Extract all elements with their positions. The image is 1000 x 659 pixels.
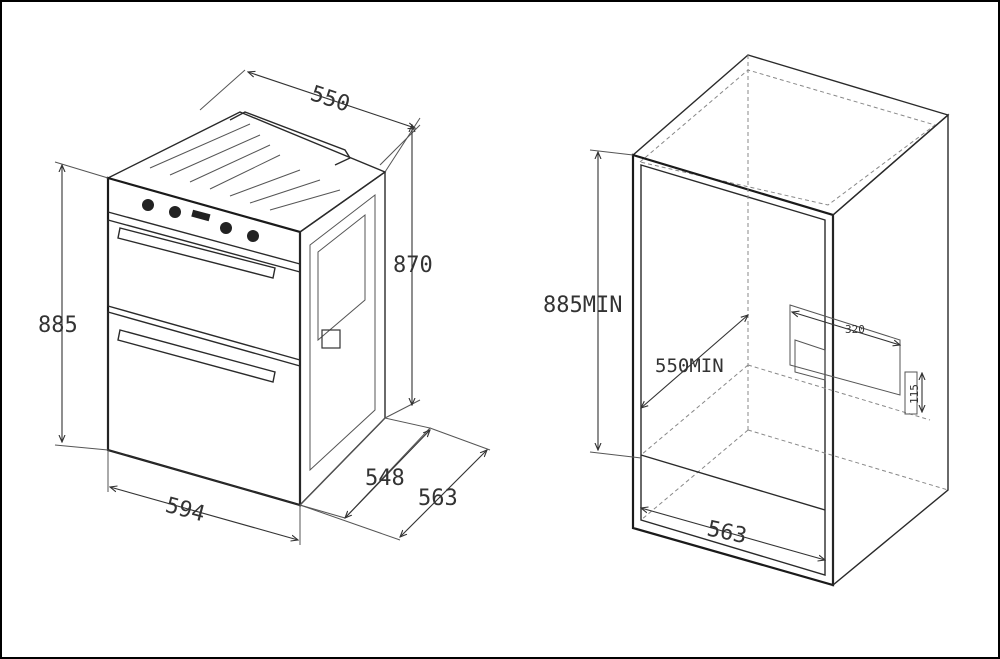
dim-line-594-front xyxy=(110,487,298,540)
oven-upper-handle xyxy=(117,227,276,279)
knob-icon xyxy=(220,222,232,234)
display-icon xyxy=(191,209,211,222)
cabinet-dimensions xyxy=(589,149,922,560)
cabinet-top xyxy=(631,54,950,216)
oven-knobs xyxy=(142,199,259,242)
oven-top-raised-rim xyxy=(229,111,352,166)
oven-control-panel-edge xyxy=(107,211,301,265)
dim-line-320 xyxy=(792,312,900,345)
cabinet-drawing: 885MIN 550MIN 563 320 115 xyxy=(543,54,950,587)
knob-icon xyxy=(142,199,154,211)
oven-top-surface xyxy=(106,111,387,233)
cabinet-shelf-edge xyxy=(640,454,826,511)
dim-line-550min xyxy=(641,315,748,408)
dim-line-548-depth xyxy=(345,430,430,518)
oven-drawing: 550 885 870 594 548 563 xyxy=(38,69,491,545)
label-594-front: 594 xyxy=(163,493,208,527)
cabinet-cutout-slot xyxy=(904,371,918,415)
dim-line-563 xyxy=(641,508,825,560)
knob-icon xyxy=(247,230,259,242)
label-885min: 885MIN xyxy=(543,293,622,318)
cabinet-cutout-back xyxy=(789,304,901,396)
oven-side-vent xyxy=(321,329,341,349)
label-563: 563 xyxy=(705,516,749,549)
oven-top-vents xyxy=(149,123,341,211)
label-885-left: 885 xyxy=(38,313,78,338)
label-320: 320 xyxy=(845,323,865,336)
dim-line-550-top xyxy=(248,72,415,128)
oven-lower-handle xyxy=(117,329,276,383)
dim-line-563-depth xyxy=(400,450,487,537)
cabinet-right-side xyxy=(832,113,949,587)
label-550-top: 550 xyxy=(307,81,353,117)
oven-dimensions xyxy=(54,69,491,545)
oven-side-face xyxy=(299,170,386,507)
knob-icon xyxy=(169,206,181,218)
cabinet-cutout-frame xyxy=(794,339,826,381)
oven-side-inset xyxy=(317,213,366,342)
label-550min: 550MIN xyxy=(655,355,724,377)
oven-side-panel xyxy=(309,193,376,472)
oven-lower-door xyxy=(107,311,301,506)
label-115: 115 xyxy=(908,384,921,404)
cabinet-top-inner xyxy=(638,69,937,206)
oven-front-face xyxy=(106,176,302,507)
label-870-right: 870 xyxy=(393,253,433,278)
label-563-depth: 563 xyxy=(418,486,458,511)
label-548-depth: 548 xyxy=(365,466,405,491)
